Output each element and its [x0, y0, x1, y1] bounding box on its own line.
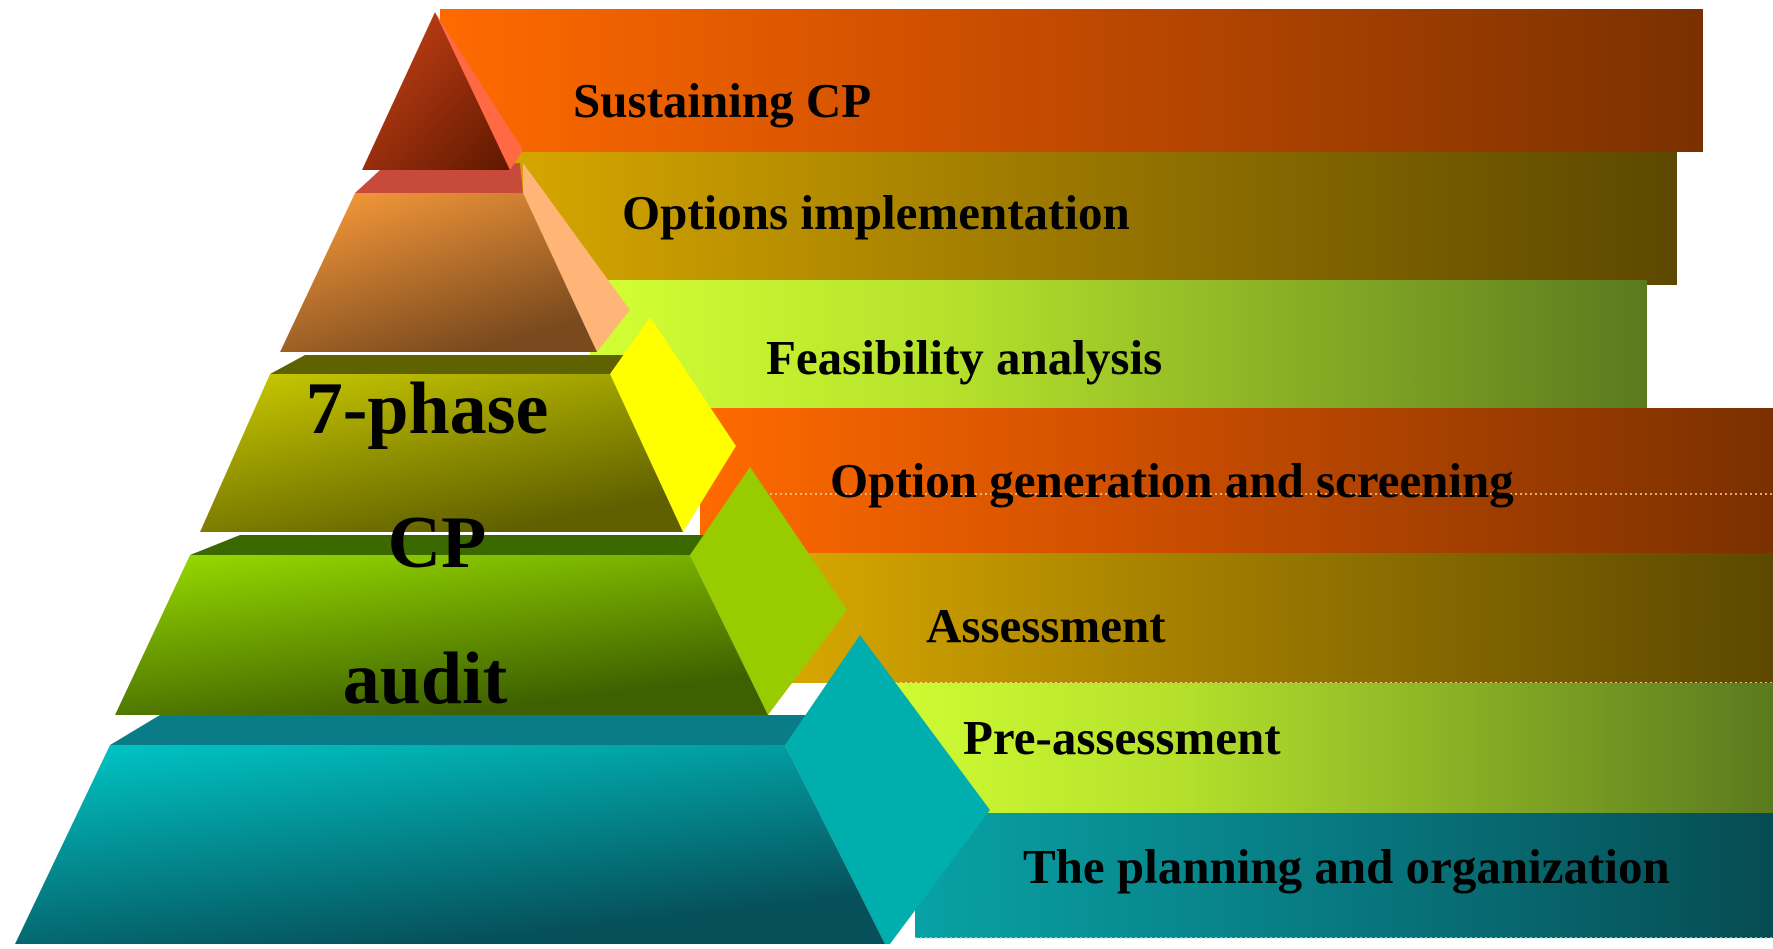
- phase-banners: [440, 9, 1773, 939]
- phase-label-pre-assessment: Pre-assessment: [963, 710, 1281, 765]
- banner-options-implementation: [490, 152, 1677, 285]
- tier-front-face: [115, 555, 768, 715]
- pyramid: [15, 12, 990, 944]
- banner-planning-organization: [915, 813, 1773, 938]
- center-title-line-1: 7-phase: [306, 368, 549, 450]
- tier-front-face: [280, 193, 597, 352]
- tier-side-face: [690, 467, 847, 715]
- tier-front-face: [200, 374, 683, 532]
- tier-side-face: [523, 163, 630, 352]
- tier-front-face: [15, 745, 885, 944]
- banner-assessment: [780, 553, 1773, 683]
- tier-top-face: [270, 355, 650, 374]
- pyramid-tier-2: [280, 163, 630, 352]
- banner-sustaining-cp: [440, 9, 1703, 152]
- phase-label-option-generation: Option generation and screening: [830, 453, 1514, 508]
- banner-pre-assessment: [860, 683, 1773, 813]
- tier-top-face: [190, 535, 750, 555]
- center-title-line-3: audit: [343, 638, 508, 720]
- pyramid-tier-5: [15, 635, 990, 944]
- phase-label-planning-organization: The planning and organization: [1023, 839, 1670, 894]
- apex-front-face: [362, 12, 510, 170]
- banner-option-generation: [700, 408, 1773, 554]
- pyramid-apex: [362, 12, 523, 170]
- phase-label-sustaining-cp: Sustaining CP: [573, 73, 871, 128]
- tier-side-face: [610, 317, 736, 532]
- phase-labels: Sustaining CP Options implementation Fea…: [573, 73, 1670, 894]
- apex-side-face: [435, 12, 523, 170]
- tier-side-face: [785, 635, 990, 944]
- pyramid-tier-3: [200, 317, 736, 532]
- banner-feasibility-analysis: [590, 280, 1647, 412]
- center-title-line-2: CP: [388, 502, 487, 584]
- phase-label-assessment: Assessment: [926, 598, 1166, 653]
- phase-label-feasibility-analysis: Feasibility analysis: [766, 330, 1162, 385]
- phase-label-options-implementation: Options implementation: [622, 185, 1130, 240]
- pyramid-tier-4: [115, 467, 847, 715]
- tier-top-face: [110, 715, 860, 745]
- pyramid-center-title: 7-phase CP audit: [306, 368, 549, 720]
- tier-top-face: [355, 163, 523, 193]
